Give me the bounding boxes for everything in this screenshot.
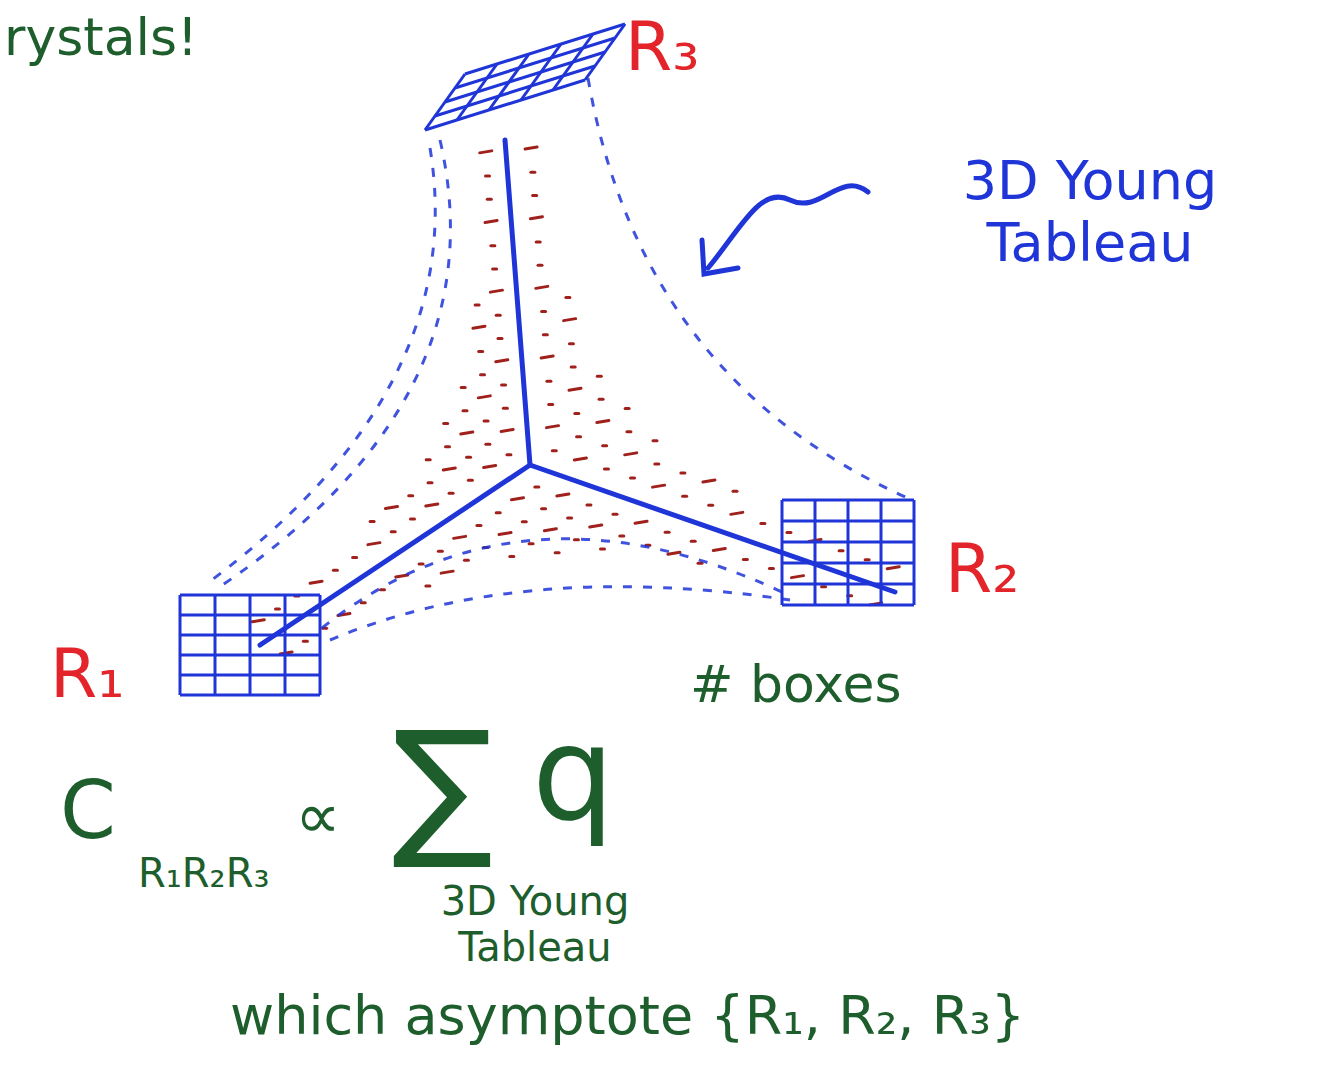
surface-outline <box>205 78 912 640</box>
partition-grid <box>180 595 320 695</box>
crystals-note: rystals! <box>4 8 198 68</box>
partition-label: R₂ <box>945 530 1020 608</box>
partition-label: R₃ <box>625 8 700 86</box>
partition-grid <box>425 24 625 130</box>
sum-symbol: ∑ <box>392 700 493 873</box>
proportional-symbol: ∝ <box>295 780 341 854</box>
tableau-axes <box>260 140 895 645</box>
exponent-label: # boxes <box>690 655 902 715</box>
sum-range-label: 3D Young Tableau <box>380 878 690 970</box>
coefficient-symbol: C <box>60 765 116 857</box>
partition-label: R₁ <box>50 635 125 713</box>
coefficient-subscript: R₁R₂R₃ <box>138 850 269 896</box>
q-symbol: q <box>532 700 615 850</box>
sum-condition: which asymptote {R₁, R₂, R₃} <box>230 985 1025 1047</box>
partition-grid <box>782 500 914 605</box>
tableau-dots <box>252 147 899 654</box>
arrow-head <box>702 240 738 274</box>
pointer-arrow <box>708 186 868 268</box>
tableau-label: 3D Young Tableau <box>900 150 1280 274</box>
